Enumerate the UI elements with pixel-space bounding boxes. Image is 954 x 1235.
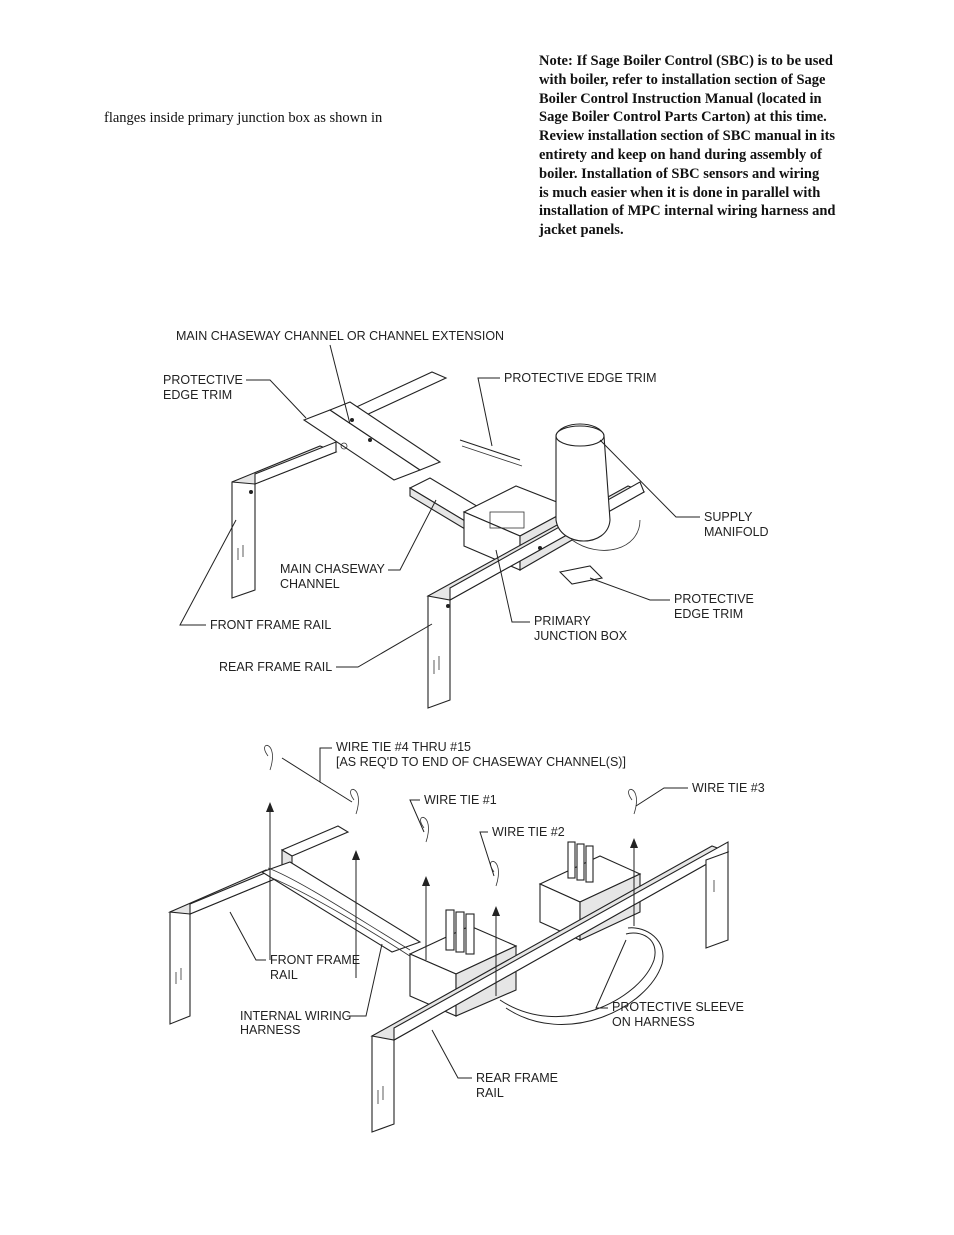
label-supply-manifold: SUPPLY xyxy=(704,510,753,524)
supply-manifold-drawing xyxy=(555,423,641,551)
label-front-frame-rail-2: RAIL xyxy=(270,968,298,982)
label-supply-manifold: MANIFOLD xyxy=(704,525,769,539)
note-line: Sage Boiler Control Parts Carton) at thi… xyxy=(539,109,827,126)
channel-extension-drawing xyxy=(302,371,448,481)
body-text-fragment: flanges inside primary junction box as s… xyxy=(104,110,383,126)
label-primary-junction: JUNCTION BOX xyxy=(534,629,628,643)
label-front-frame-rail-2: FRONT FRAME xyxy=(270,953,360,967)
note-line: boiler. Installation of SBC sensors and … xyxy=(539,165,820,182)
label-front-frame-rail: FRONT FRAME RAIL xyxy=(210,618,331,632)
label-wire-tie-4: [AS REQ'D TO END OF CHASEWAY CHANNEL(S)] xyxy=(336,755,626,769)
note-line: is much easier when it is done in parall… xyxy=(539,184,821,201)
note-line: Review installation section of SBC manua… xyxy=(539,128,836,145)
note-line: installation of MPC internal wiring harn… xyxy=(539,203,836,220)
label-wire-tie-2: WIRE TIE #2 xyxy=(492,825,565,839)
label-edge-trim-right: PROTECTIVE xyxy=(674,592,754,606)
note-line: Note: If Sage Boiler Control (SBC) is to… xyxy=(539,53,833,69)
label-main-chaseway-ext: MAIN CHASEWAY CHANNEL OR CHANNEL EXTENSI… xyxy=(176,329,504,343)
label-edge-trim-top: PROTECTIVE EDGE TRIM xyxy=(504,371,657,385)
wire-ties-drawing xyxy=(264,744,638,996)
label-rear-frame-rail-2: REAR FRAME xyxy=(476,1071,558,1085)
label-edge-trim-left: PROTECTIVE xyxy=(163,373,243,387)
label-edge-trim-right: EDGE TRIM xyxy=(674,607,743,621)
note-line: with boiler, refer to installation secti… xyxy=(539,71,826,88)
chaseway-2-drawing xyxy=(260,825,422,961)
label-main-chaseway: CHANNEL xyxy=(280,577,340,591)
label-wire-tie-1: WIRE TIE #1 xyxy=(424,793,497,807)
label-main-chaseway: MAIN CHASEWAY xyxy=(280,562,386,576)
front-frame-rail-2-drawing xyxy=(167,865,284,1025)
label-edge-trim-left: EDGE TRIM xyxy=(163,388,232,402)
figure-chaseway-assembly: MAIN CHASEWAY CHANNEL OR CHANNEL EXTENSI… xyxy=(163,329,769,709)
figure-wiring-harness: WIRE TIE #4 THRU #15 [AS REQ'D TO END OF… xyxy=(167,740,765,1133)
label-rear-frame-rail: REAR FRAME RAIL xyxy=(219,660,332,674)
note-line: jacket panels. xyxy=(539,222,624,239)
label-protective-sleeve: PROTECTIVE SLEEVE xyxy=(612,1000,744,1014)
label-internal-harness: HARNESS xyxy=(240,1023,300,1037)
sbc-note: Note: If Sage Boiler Control (SBC) is to… xyxy=(539,52,869,240)
label-protective-sleeve: ON HARNESS xyxy=(612,1015,695,1029)
label-wire-tie-3: WIRE TIE #3 xyxy=(692,781,765,795)
front-frame-rail-drawing xyxy=(231,441,338,599)
label-wire-tie-4: WIRE TIE #4 THRU #15 xyxy=(336,740,471,754)
label-primary-junction: PRIMARY xyxy=(534,614,591,628)
rear-frame-rail-2-drawing xyxy=(370,841,730,1133)
note-line: Boiler Control Instruction Manual (locat… xyxy=(539,90,822,107)
note-line: entirety and keep on hand during assembl… xyxy=(539,146,822,163)
label-rear-frame-rail-2: RAIL xyxy=(476,1086,504,1100)
edge-trim-drawing xyxy=(459,439,604,585)
label-internal-harness: INTERNAL WIRING xyxy=(240,1009,351,1023)
